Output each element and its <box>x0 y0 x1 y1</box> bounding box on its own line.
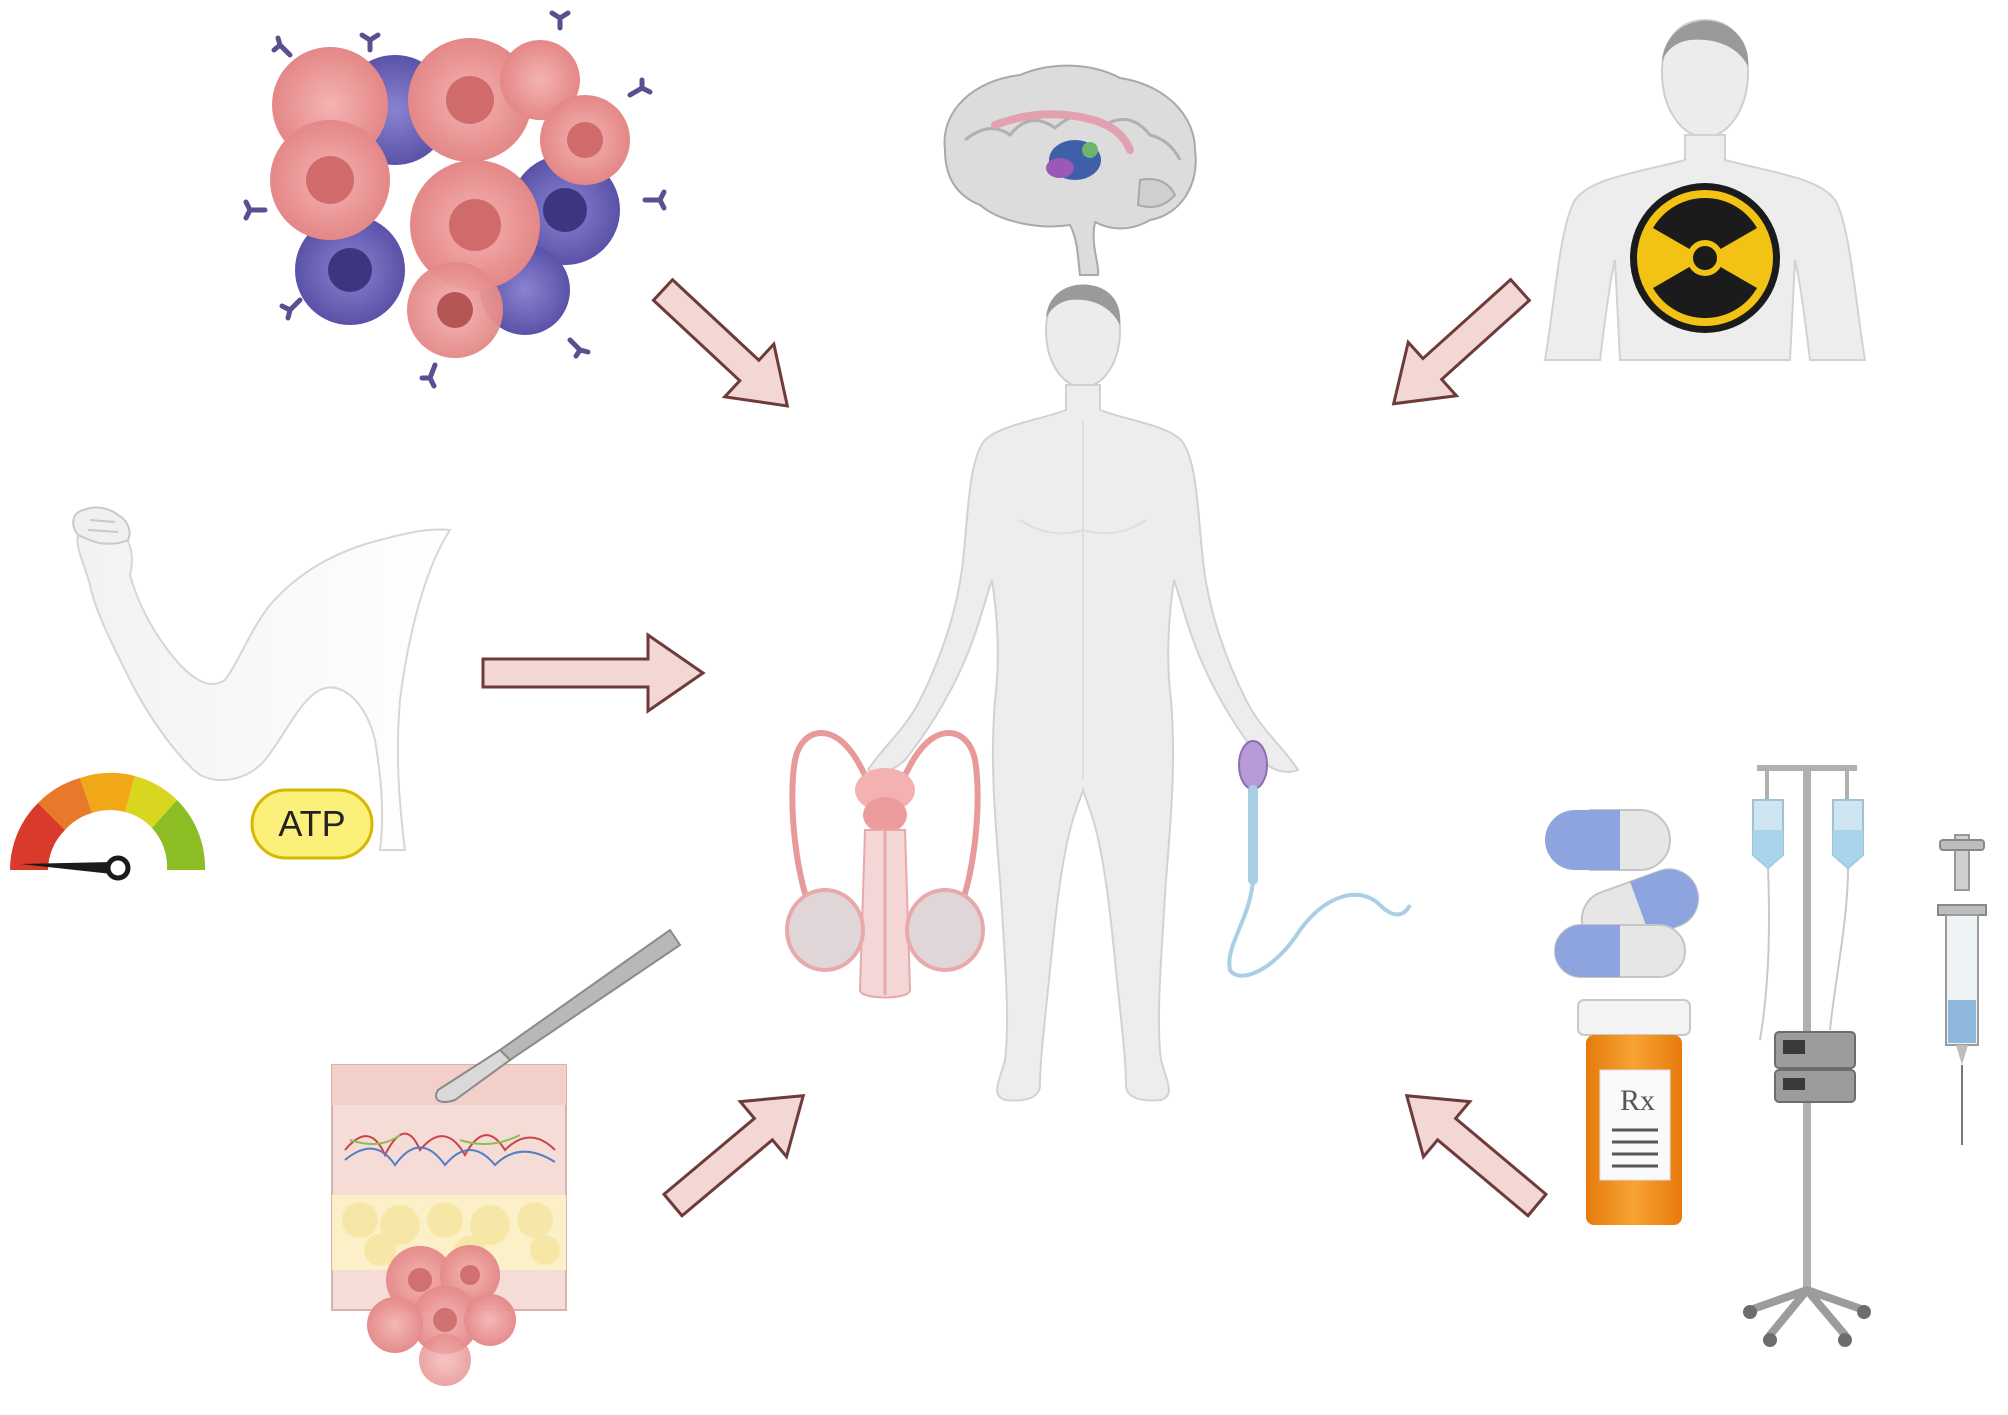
arrow-from-fatigue <box>481 632 706 714</box>
energy-gauge-icon <box>10 772 206 881</box>
cancer-cells-icon <box>243 10 667 389</box>
capsule-icon <box>1554 924 1686 978</box>
radiation-therapy-icon <box>1543 18 1867 361</box>
male-reproductive-organs-icon <box>785 729 985 999</box>
sperm-cell-icon <box>1227 740 1412 978</box>
svg-text:Rx: Rx <box>1620 1084 1655 1117</box>
syringe-icon <box>1937 834 1987 1145</box>
surgery-scalpel-icon <box>331 928 682 1386</box>
iv-stand-icon <box>1743 765 1871 1347</box>
pill-bottle-icon: Rx <box>1577 999 1691 1225</box>
human-body-icon <box>866 284 1300 1102</box>
arrow-from-medication <box>1404 1094 1549 1218</box>
capsule-icon <box>1545 809 1671 871</box>
atp-badge: ATP <box>250 788 374 860</box>
brain-icon <box>943 64 1197 276</box>
arrow-from-cancer <box>651 277 790 408</box>
svg-text:ATP: ATP <box>278 803 345 844</box>
arrow-from-surgery <box>661 1094 806 1218</box>
muscle-fatigue-icon: ATP <box>10 506 452 881</box>
medication-iv-icon: Rx <box>1545 765 1987 1347</box>
arrow-from-radiation <box>1391 277 1532 406</box>
